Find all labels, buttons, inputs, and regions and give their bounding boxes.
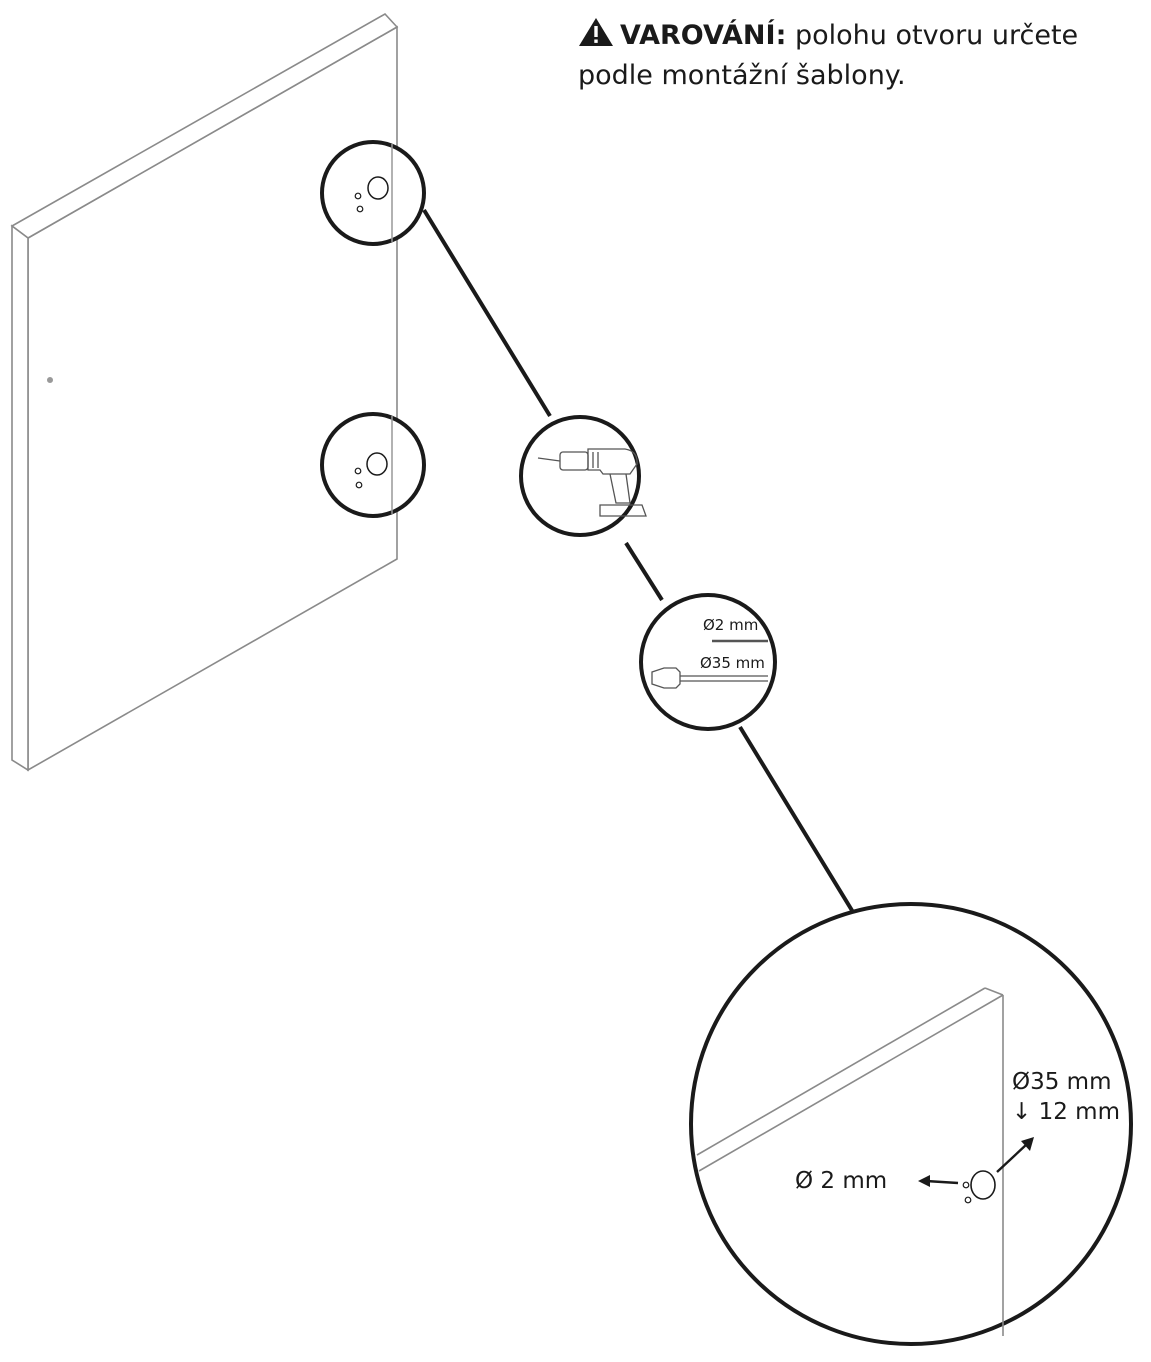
connector-line-detail — [738, 725, 858, 919]
warning-triangle-icon — [578, 17, 614, 47]
warning-text-line2: podle montážní šablony. — [578, 60, 906, 91]
arrow-icon — [918, 1137, 1034, 1187]
door-panel — [10, 12, 399, 772]
warning-text-line1: polohu otvoru určete — [794, 20, 1079, 51]
detail-cup-diameter: Ø35 mm — [1012, 1069, 1112, 1095]
hole-callout-bottom — [320, 412, 426, 518]
hole-callout-top — [320, 140, 426, 246]
connector-line-drill — [422, 208, 552, 418]
detail-cup-depth: ↓ 12 mm — [1012, 1099, 1120, 1125]
bit-label-small: Ø2 mm — [703, 616, 758, 634]
cordless-drill-icon — [519, 415, 647, 537]
warning-note: VAROVÁNÍ: polohu otvoru určete podle mon… — [578, 16, 1138, 96]
connector-line-bits — [624, 541, 664, 602]
bit-label-large: Ø35 mm — [700, 654, 765, 672]
panel-marker-dot — [47, 377, 53, 383]
drill-bits-icon: Ø2 mm Ø35 mm — [639, 593, 777, 731]
hole-detail-callout: Ø35 mm ↓ 12 mm Ø 2 mm — [689, 902, 1133, 1346]
detail-pilot-diameter: Ø 2 mm — [795, 1168, 887, 1194]
connector-lines — [372, 208, 858, 919]
warning-label: VAROVÁNÍ: — [620, 20, 787, 51]
